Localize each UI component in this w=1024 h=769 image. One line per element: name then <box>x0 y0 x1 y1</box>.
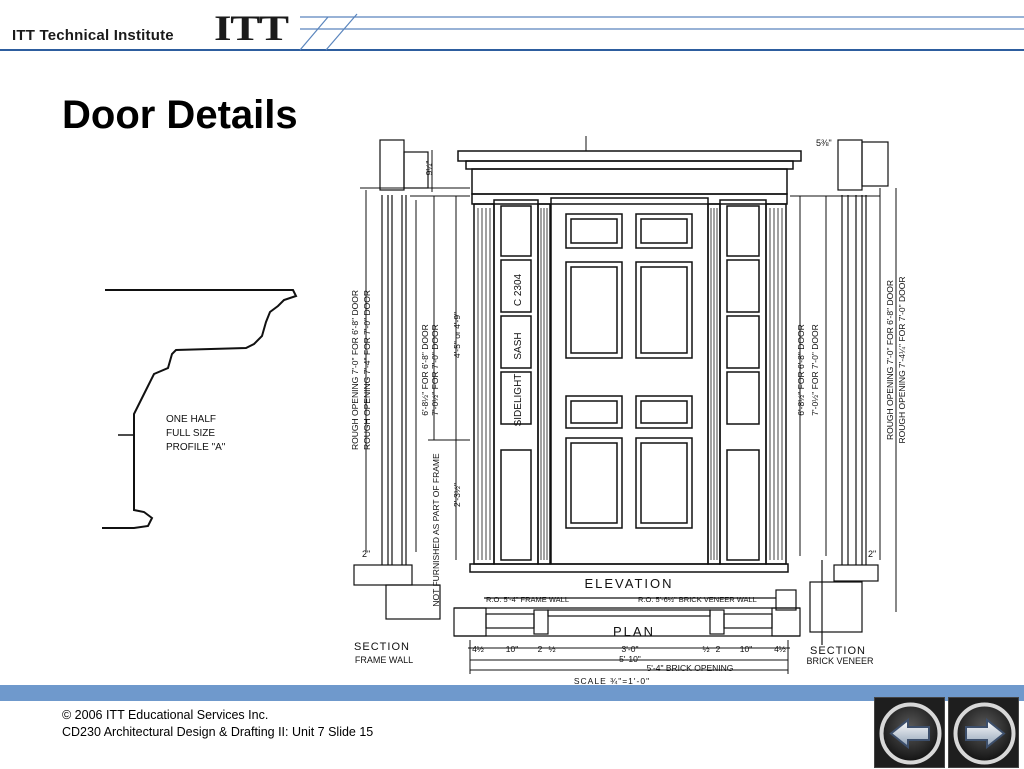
left-frame-section <box>353 139 441 620</box>
dim-door-left: 6'-8½" FOR 6'-8" DOOR <box>420 324 430 415</box>
plan-dim-9: 4½ <box>774 644 786 654</box>
section-brick-subtitle: BRICK VENEER <box>806 656 874 666</box>
plan-dimension-lines <box>468 640 790 674</box>
dim-sill-left: 2" <box>362 549 370 559</box>
brand-name: ITT Technical Institute <box>12 27 174 44</box>
dim-sill-right: 2" <box>868 549 876 559</box>
plan-dim-2: 10" <box>506 644 518 654</box>
right-frame-section <box>809 139 889 645</box>
dim-sidelight: 4'-5" or 4'-9" <box>452 312 462 358</box>
door-elevation <box>457 136 802 573</box>
crown-molding-profile <box>102 289 298 529</box>
slide-title: Door Details <box>62 93 298 137</box>
dim-door-left-2: 7'-0½" FOR 7'-0" DOOR <box>430 324 440 415</box>
dim-brick-opening: 5'-4" BRICK OPENING <box>647 663 734 673</box>
dim-ro-frame: R.O. 5'-4" FRAME WALL <box>486 595 569 604</box>
section-frame-title: SECTION <box>354 641 410 653</box>
dim-ro-brick: R.O. 5'-6½" BRICK VENEER WALL <box>638 595 757 604</box>
section-brick-title: SECTION <box>810 645 866 657</box>
drawing-scale: SCALE ¾"=1'-0" <box>574 676 650 686</box>
dim-rough-left: ROUGH OPENING 7'-0" FOR 6'-8" DOOR <box>350 290 360 450</box>
panel-label-sash: SASH <box>513 332 524 359</box>
plan-dim-6: ½ <box>702 644 709 654</box>
profile-label-3: PROFILE "A" <box>166 442 226 453</box>
previous-slide-button[interactable] <box>874 697 945 768</box>
dim-overall: 5'-10" <box>619 654 641 664</box>
plan-dim-3: 2 <box>538 644 543 654</box>
left-arrow-icon <box>879 702 942 765</box>
header-rule-graphic <box>0 13 1024 51</box>
section-frame-subtitle: FRAME WALL <box>355 655 413 665</box>
plan-dim-4: ½ <box>548 644 555 654</box>
footer-text: © 2006 ITT Educational Services Inc. CD2… <box>62 707 373 741</box>
dim-rough-right: ROUGH OPENING 7'-0" FOR 6'-8" DOOR <box>885 280 895 440</box>
footer-bar <box>0 685 1024 701</box>
dim-not-furnished: NOT FURNISHED AS PART OF FRAME <box>431 453 441 607</box>
elevation-label: ELEVATION <box>584 576 673 591</box>
panel-label-c2304: C 2304 <box>513 273 524 306</box>
dim-rough-left-2: ROUGH OPENING 7'-4" FOR 7'-0" DOOR <box>362 290 372 450</box>
slide-header: ITT Technical Institute ITT <box>0 0 1024 62</box>
door-plan <box>453 589 801 637</box>
copyright-text: © 2006 ITT Educational Services Inc. <box>62 708 269 722</box>
itt-logo: ITT <box>214 8 289 48</box>
panel-label-sidelight: SIDELIGHT <box>513 374 524 427</box>
vertical-dimension-labels: ROUGH OPENING 7'-0" FOR 6'-8" DOOR ROUGH… <box>350 161 907 607</box>
right-arrow-icon <box>953 702 1016 765</box>
dim-door-right: 6'-8½" FOR 6'-8" DOOR <box>796 324 806 415</box>
dim-door-right-2: 7'-0½" FOR 7'-0" DOOR <box>810 324 820 415</box>
dimension-lines <box>360 150 897 612</box>
plan-dimension-labels: 4½ 10" 2 ½ 3'-0" ½ 2 10" 4½ 5'-10" 5'-4"… <box>472 644 786 673</box>
course-slide-text: CD230 Architectural Design & Drafting II… <box>62 725 374 739</box>
dim-top-right: 5⅜" <box>816 138 832 148</box>
plan-dim-7: 2 <box>716 644 721 654</box>
plan-label: PLAN <box>613 624 655 639</box>
dim-rough-right-2: ROUGH OPENING 7'-4¼" FOR 7'-0" DOOR <box>897 276 907 443</box>
profile-label-2: FULL SIZE <box>166 428 215 439</box>
dim-lower: 2'-3½" <box>452 483 462 507</box>
profile-label-1: ONE HALF <box>166 414 216 425</box>
next-slide-button[interactable] <box>948 697 1019 768</box>
dim-head: 9¼" <box>424 161 434 176</box>
plan-dim-8: 10" <box>740 644 752 654</box>
plan-dim-5: 3'-0" <box>622 644 639 654</box>
plan-dim-1: 4½ <box>472 644 484 654</box>
